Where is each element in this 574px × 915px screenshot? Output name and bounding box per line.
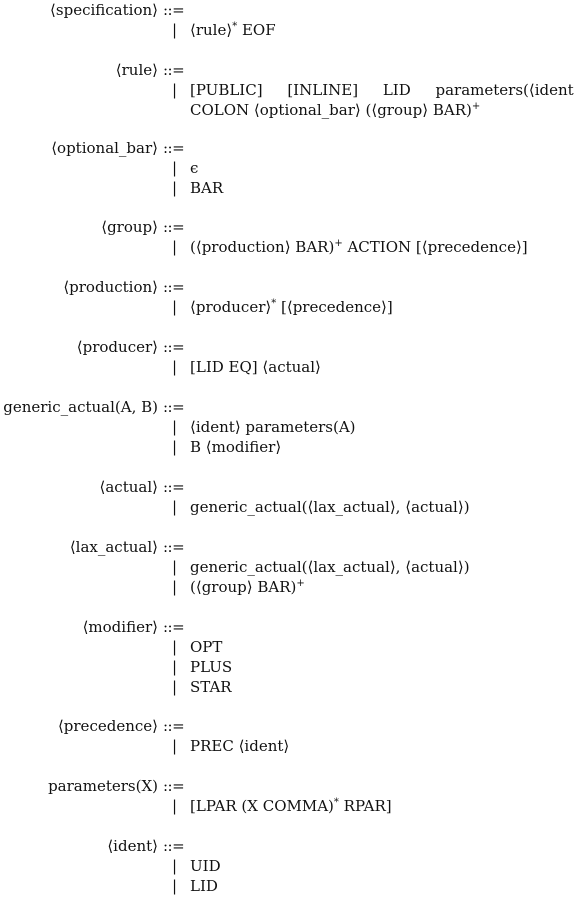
alternative-bar: | bbox=[172, 159, 178, 177]
alternative-bar: | bbox=[172, 678, 178, 696]
alternative-bar: | bbox=[172, 21, 178, 39]
grammar-text: UID bbox=[190, 857, 221, 875]
superscript-operator: * bbox=[232, 21, 238, 32]
production-body: generic_actual(⟨lax_actual⟩, ⟨actual⟩) bbox=[190, 557, 470, 577]
rule-name: generic_actual(A, B) bbox=[3, 398, 158, 416]
definition-symbol: ::= bbox=[163, 478, 185, 496]
grammar-text: [LPAR (X COMMA) bbox=[190, 797, 334, 815]
production-body: [PUBLIC] [INLINE] LID parameters(⟨ident⟩… bbox=[190, 80, 574, 100]
grammar-text: ϵ bbox=[190, 159, 199, 177]
grammar-text: PREC ⟨ident⟩ bbox=[190, 737, 290, 755]
rule-name: ⟨group⟩ bbox=[101, 218, 158, 236]
definition-symbol: ::= bbox=[163, 717, 185, 735]
alternative-bar: | bbox=[172, 418, 178, 436]
grammar-text: EOF bbox=[237, 21, 276, 39]
grammar-text: ⟨rule⟩ bbox=[190, 21, 233, 39]
production-body: [LPAR (X COMMA)* RPAR] bbox=[190, 796, 392, 819]
production-body: generic_actual(⟨lax_actual⟩, ⟨actual⟩) bbox=[190, 497, 470, 517]
production-body: LID bbox=[190, 876, 218, 896]
definition-symbol: ::= bbox=[163, 278, 185, 296]
alternative-bar: | bbox=[172, 857, 178, 875]
alternative-bar: | bbox=[172, 238, 178, 256]
production-body: ϵ bbox=[190, 158, 198, 178]
grammar-text: (⟨production⟩ BAR) bbox=[190, 238, 335, 256]
rule-name: ⟨specification⟩ bbox=[50, 1, 158, 19]
superscript-operator: * bbox=[333, 797, 339, 808]
definition-symbol: ::= bbox=[163, 139, 185, 157]
grammar-text: B ⟨modifier⟩ bbox=[190, 438, 282, 456]
rule-name: ⟨actual⟩ bbox=[99, 478, 158, 496]
grammar-text: ⟨producer⟩ bbox=[190, 298, 272, 316]
grammar-text: [LID EQ] ⟨actual⟩ bbox=[190, 358, 321, 376]
production-body: [LID EQ] ⟨actual⟩ bbox=[190, 357, 321, 377]
production-body: ⟨ident⟩ parameters(A) bbox=[190, 417, 356, 437]
definition-symbol: ::= bbox=[163, 777, 185, 795]
definition-symbol: ::= bbox=[163, 1, 185, 19]
alternative-bar: | bbox=[172, 179, 178, 197]
alternative-bar: | bbox=[172, 638, 178, 656]
production-body: (⟨group⟩ BAR)+ bbox=[190, 577, 305, 600]
production-body: PLUS bbox=[190, 657, 232, 677]
definition-symbol: ::= bbox=[163, 61, 185, 79]
production-body: BAR bbox=[190, 178, 223, 198]
rule-name: ⟨optional_bar⟩ bbox=[51, 139, 158, 157]
definition-symbol: ::= bbox=[163, 538, 185, 556]
grammar-text: [PUBLIC] [INLINE] LID parameters(⟨ident⟩… bbox=[190, 81, 574, 99]
definition-symbol: ::= bbox=[163, 398, 185, 416]
alternative-bar: | bbox=[172, 298, 178, 316]
alternative-bar: | bbox=[172, 658, 178, 676]
production-body: OPT bbox=[190, 637, 222, 657]
production-body: UID bbox=[190, 856, 221, 876]
grammar-text: LID bbox=[190, 877, 218, 895]
rule-name: ⟨lax_actual⟩ bbox=[69, 538, 158, 556]
superscript-operator: + bbox=[296, 578, 305, 589]
grammar-text: [⟨precedence⟩] bbox=[276, 298, 393, 316]
rule-name: ⟨ident⟩ bbox=[107, 837, 158, 855]
grammar-text: RPAR] bbox=[338, 797, 392, 815]
definition-symbol: ::= bbox=[163, 338, 185, 356]
rule-name: ⟨producer⟩ bbox=[76, 338, 158, 356]
alternative-bar: | bbox=[172, 797, 178, 815]
rule-name: ⟨modifier⟩ bbox=[82, 618, 158, 636]
grammar-text: (⟨group⟩ BAR) bbox=[190, 578, 297, 596]
grammar-text: PLUS bbox=[190, 658, 233, 676]
production-body: (⟨production⟩ BAR)+ ACTION [⟨precedence⟩… bbox=[190, 237, 528, 260]
production-body: B ⟨modifier⟩ bbox=[190, 437, 281, 457]
production-body: PREC ⟨ident⟩ bbox=[190, 736, 289, 756]
rule-name: ⟨production⟩ bbox=[63, 278, 158, 296]
definition-symbol: ::= bbox=[163, 218, 185, 236]
definition-symbol: ::= bbox=[163, 837, 185, 855]
production-body: ⟨producer⟩* [⟨precedence⟩] bbox=[190, 297, 393, 320]
alternative-bar: | bbox=[172, 737, 178, 755]
production-body: ⟨rule⟩* EOF bbox=[190, 20, 276, 43]
alternative-bar: | bbox=[172, 358, 178, 376]
alternative-bar: | bbox=[172, 877, 178, 895]
superscript-operator: + bbox=[334, 238, 343, 249]
grammar-text: OPT bbox=[190, 638, 223, 656]
rule-name: ⟨rule⟩ bbox=[115, 61, 158, 79]
alternative-bar: | bbox=[172, 438, 178, 456]
grammar-text: ⟨ident⟩ parameters(A) bbox=[190, 418, 356, 436]
grammar-text: generic_actual(⟨lax_actual⟩, ⟨actual⟩) bbox=[190, 498, 470, 516]
superscript-operator: * bbox=[271, 298, 277, 309]
grammar-text: COLON ⟨optional_bar⟩ (⟨group⟩ BAR) bbox=[190, 101, 472, 119]
alternative-bar: | bbox=[172, 578, 178, 596]
grammar-text: ACTION [⟨precedence⟩] bbox=[342, 238, 528, 256]
grammar-text: BAR bbox=[190, 179, 224, 197]
rule-name: ⟨precedence⟩ bbox=[57, 717, 158, 735]
definition-symbol: ::= bbox=[163, 618, 185, 636]
production-body: STAR bbox=[190, 677, 232, 697]
grammar-text: generic_actual(⟨lax_actual⟩, ⟨actual⟩) bbox=[190, 558, 470, 576]
grammar-text: STAR bbox=[190, 678, 232, 696]
alternative-bar: | bbox=[172, 498, 178, 516]
alternative-bar: | bbox=[172, 558, 178, 576]
superscript-operator: + bbox=[471, 101, 481, 112]
production-continuation: COLON ⟨optional_bar⟩ (⟨group⟩ BAR)+ bbox=[190, 100, 480, 123]
alternative-bar: | bbox=[172, 81, 178, 99]
rule-name: parameters(X) bbox=[48, 777, 158, 795]
